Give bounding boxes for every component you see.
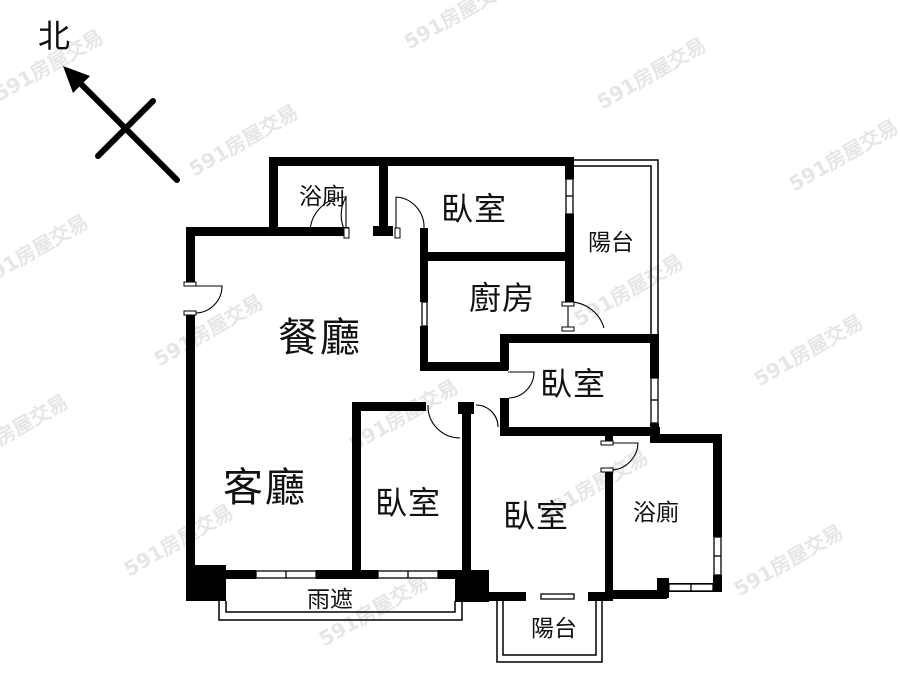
room-label-bedroom-bottom-center: 臥室	[503, 497, 570, 535]
room-label-balcony-south: 陽台	[531, 616, 577, 642]
room-label-bedroom-middle-right: 臥室	[540, 365, 607, 403]
room-label-canopy: 雨遮	[307, 587, 353, 613]
room-label-kitchen: 廚房	[469, 279, 536, 317]
room-label-bath-bottom: 浴廁	[633, 500, 679, 526]
balcony-outlines	[218, 159, 659, 663]
room-label-bedroom-top: 臥室	[441, 190, 508, 228]
door-jambs	[183, 227, 614, 473]
room-label-bath-top: 浴廁	[299, 184, 345, 210]
room-label-living: 客廳	[223, 465, 307, 511]
room-label-balcony-east: 陽台	[588, 230, 634, 256]
door-swings	[194, 194, 639, 471]
compass-arrow-icon	[63, 66, 180, 183]
room-label-bedroom-bottom-left: 臥室	[375, 484, 442, 522]
windows	[255, 178, 722, 600]
compass-north-label: 北	[38, 17, 72, 55]
room-label-dining: 餐廳	[278, 315, 362, 361]
